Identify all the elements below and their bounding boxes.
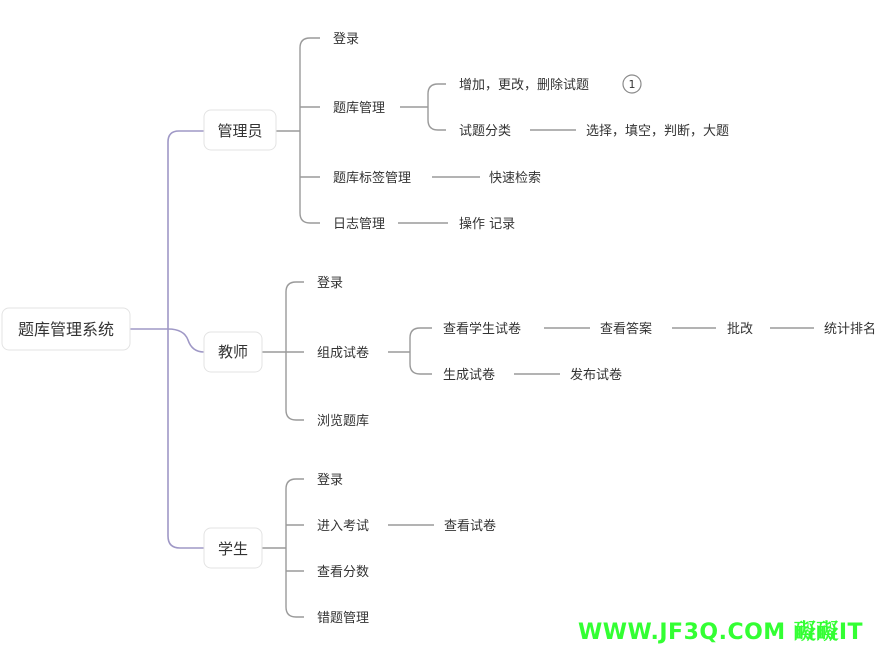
admin-classify-topic[interactable]: 试题分类 <box>459 124 511 139</box>
teacher-login-topic[interactable]: 登录 <box>317 276 343 291</box>
teacher-rank-topic[interactable]: 统计排名 <box>824 321 876 337</box>
topic-badge-icon: 1 <box>622 74 642 94</box>
role-node-student[interactable]: 学生 <box>203 527 263 569</box>
teacher-grade-topic[interactable]: 批改 <box>727 322 753 337</box>
root-node[interactable]: 题库管理系统 <box>1 307 131 351</box>
teacher-view-answers-topic[interactable]: 查看答案 <box>600 321 652 337</box>
admin-types-topic[interactable]: 选择，填空，判断，大题 <box>586 124 729 139</box>
admin-record-topic[interactable]: 操作 记录 <box>459 216 515 232</box>
watermark: WWW.JF3Q.COM 𩉏𩉏IT <box>578 620 864 645</box>
student-exam-topic[interactable]: 进入考试 <box>317 519 369 534</box>
student-login-topic[interactable]: 登录 <box>317 473 343 488</box>
admin-connectors <box>276 37 576 224</box>
admin-search-topic[interactable]: 快速检索 <box>489 171 541 186</box>
admin-tags-topic[interactable]: 题库标签管理 <box>333 170 411 186</box>
role-node-admin[interactable]: 管理员 <box>203 109 277 151</box>
teacher-view-student-paper-topic[interactable]: 查看学生试卷 <box>443 321 521 337</box>
root-label: 题库管理系统 <box>18 320 114 339</box>
student-scores-topic[interactable]: 查看分数 <box>317 564 369 580</box>
student-view-paper-topic[interactable]: 查看试卷 <box>444 518 496 534</box>
teacher-publish-topic[interactable]: 发布试卷 <box>570 367 622 383</box>
admin-qbank-topic[interactable]: 题库管理 <box>333 100 385 116</box>
admin-add-edit-delete-topic[interactable]: 增加，更改，删除试题 <box>459 78 589 93</box>
role-label-admin: 管理员 <box>217 122 262 140</box>
teacher-compose-topic[interactable]: 组成试卷 <box>317 345 369 361</box>
role-node-teacher[interactable]: 教师 <box>203 331 263 373</box>
root-connectors <box>130 130 205 549</box>
admin-logs-topic[interactable]: 日志管理 <box>333 217 385 232</box>
role-label-teacher: 教师 <box>218 343 248 361</box>
teacher-browse-topic[interactable]: 浏览题库 <box>317 413 369 429</box>
student-connectors <box>262 478 434 618</box>
teacher-connectors <box>262 281 814 421</box>
teacher-generate-topic[interactable]: 生成试卷 <box>443 367 495 383</box>
badge-number: 1 <box>629 78 636 91</box>
student-mistakes-topic[interactable]: 错题管理 <box>317 611 369 626</box>
role-label-student: 学生 <box>218 540 248 558</box>
admin-login-topic[interactable]: 登录 <box>333 32 359 47</box>
